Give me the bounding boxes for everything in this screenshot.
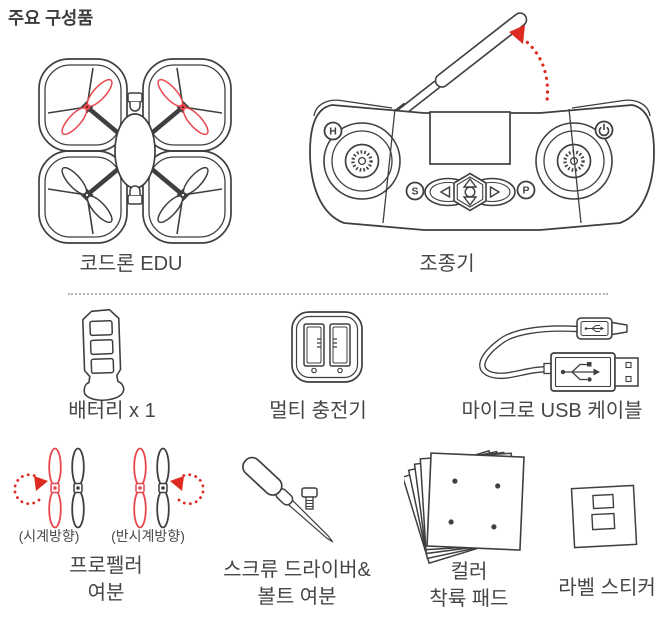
dpad-left-icon: [439, 185, 451, 199]
s-button: S: [405, 181, 425, 201]
dpad-right-icon: [489, 185, 501, 199]
drone-label: 코드론 EDU: [79, 253, 183, 275]
micro-usb-connector: [576, 317, 628, 340]
usb-cable-label: 마이크로 USB 케이블: [461, 400, 643, 422]
dpad: [424, 172, 516, 212]
screwdriver-illustration: [242, 456, 334, 543]
prop-guards: [38, 58, 232, 244]
landing-pad-top: [426, 452, 525, 551]
power-icon: [598, 123, 610, 137]
clockwise-arrow-icon: [13, 473, 48, 506]
label-sticker-label: 라벨 스티커: [558, 577, 656, 599]
svg-text:H: H: [329, 126, 337, 138]
counterclockwise-arrow-icon: [170, 473, 205, 506]
power-button: [594, 120, 614, 140]
screwdriver-label: 스크류 드라이버& 볼트 여분: [223, 559, 371, 608]
usb-a-connector: [543, 352, 639, 392]
antenna: [391, 12, 528, 122]
black-propeller: [156, 447, 170, 529]
controller-illustration: H S P: [309, 12, 655, 231]
spare-propellers-label: 프로펠러 여분: [69, 555, 143, 604]
drone-arms: [47, 67, 223, 235]
drone-connectors: [127, 92, 143, 205]
clockwise-label: (시계방향): [18, 528, 80, 544]
p-button: P: [516, 180, 536, 200]
page-title: 주요 구성품: [8, 8, 94, 28]
screwdriver-handle: [242, 456, 283, 496]
usb-cable-illustration: [479, 317, 639, 392]
charger-illustration: [291, 311, 363, 383]
drone-illustration: [38, 58, 232, 244]
red-propeller: [48, 447, 62, 529]
counterclockwise-label: (반시계방향): [111, 528, 185, 544]
spare-propellers-illustration: [13, 447, 205, 529]
antenna-flip-arrow-icon: [509, 25, 550, 103]
svg-text:S: S: [411, 186, 418, 198]
usb-trident-icon: [560, 362, 600, 382]
svg-text:P: P: [522, 185, 529, 197]
h-button: H: [323, 121, 343, 141]
bolt: [301, 487, 318, 510]
left-joystick: [323, 122, 401, 200]
drone-propellers: [61, 78, 209, 224]
battery-label: 배터리 x 1: [68, 400, 156, 422]
label-sticker-illustration: [570, 484, 638, 549]
landing-pads-label: 컬러 착륙 패드: [429, 561, 509, 610]
controller-label: 조종기: [419, 253, 475, 275]
red-propeller: [133, 447, 147, 529]
controller-screen: [429, 111, 511, 165]
landing-pads-illustration: [404, 449, 525, 565]
right-joystick: [535, 122, 613, 200]
grip-accents: [313, 99, 651, 224]
black-propeller: [71, 447, 85, 529]
battery-illustration: [81, 308, 125, 402]
dotted-separator: [68, 293, 608, 295]
drone-body: [114, 113, 156, 189]
charger-label: 멀티 충전기: [269, 400, 367, 422]
